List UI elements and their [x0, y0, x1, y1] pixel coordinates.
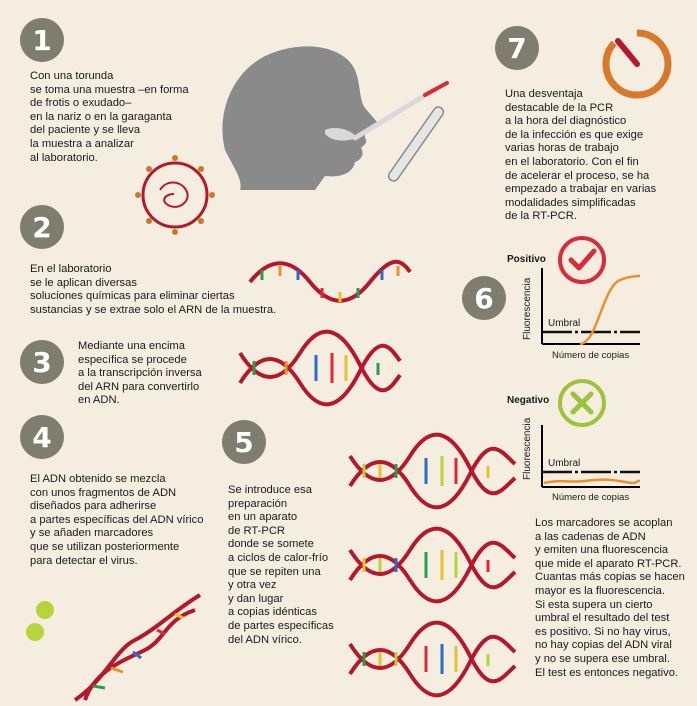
step-6-text: Los marcadores se acoplan a las cadenas …	[535, 517, 685, 679]
step-7-badge: 7	[495, 26, 539, 70]
step-1-text: Con una torunda se toma una muestra –en …	[30, 70, 189, 164]
step-7-text: Una desventaja destacable de la PCR a la…	[505, 88, 657, 223]
check-icon	[558, 236, 606, 284]
negative-ylabel: Fluorescencia	[522, 417, 533, 480]
step-2-text: En el laboratorio se le aplican diversas…	[30, 263, 277, 316]
positive-ylabel: Fluorescencia	[522, 277, 533, 340]
patient-head-illustration	[222, 46, 449, 190]
positive-threshold-label: Umbral	[548, 318, 581, 329]
step-1-badge: 1	[20, 18, 64, 62]
dna-with-markers-illustration	[26, 593, 202, 702]
negative-xlabel: Número de copias	[552, 492, 630, 503]
negative-chart	[541, 425, 641, 488]
positive-xlabel: Número de copias	[552, 350, 630, 361]
virus-illustration	[135, 155, 215, 235]
step-6-badge: 6	[462, 276, 506, 320]
dna-copy-3	[348, 620, 517, 698]
dna-strand-illustration	[238, 329, 402, 407]
step-2-badge: 2	[20, 205, 64, 249]
dna-copy-1	[348, 432, 517, 510]
timer-icon	[602, 28, 672, 99]
dna-copy-2	[348, 526, 517, 604]
step-4-text: El ADN obtenido se mezcla con unos fragm…	[30, 473, 204, 567]
positive-chart	[541, 268, 641, 346]
step-3-text: Mediante una encima específica se proced…	[78, 340, 202, 407]
positive-chart-title: Positivo	[507, 254, 546, 265]
rna-strand-illustration	[248, 259, 412, 303]
cross-icon	[558, 379, 606, 427]
negative-chart-title: Negativo	[507, 395, 550, 406]
step-3-badge: 3	[20, 340, 64, 384]
step-5-badge: 5	[222, 420, 266, 464]
step-4-badge: 4	[20, 415, 64, 459]
negative-threshold-label: Umbral	[548, 458, 581, 469]
step-5-text: Se introduce esa preparación en un apara…	[228, 484, 334, 646]
